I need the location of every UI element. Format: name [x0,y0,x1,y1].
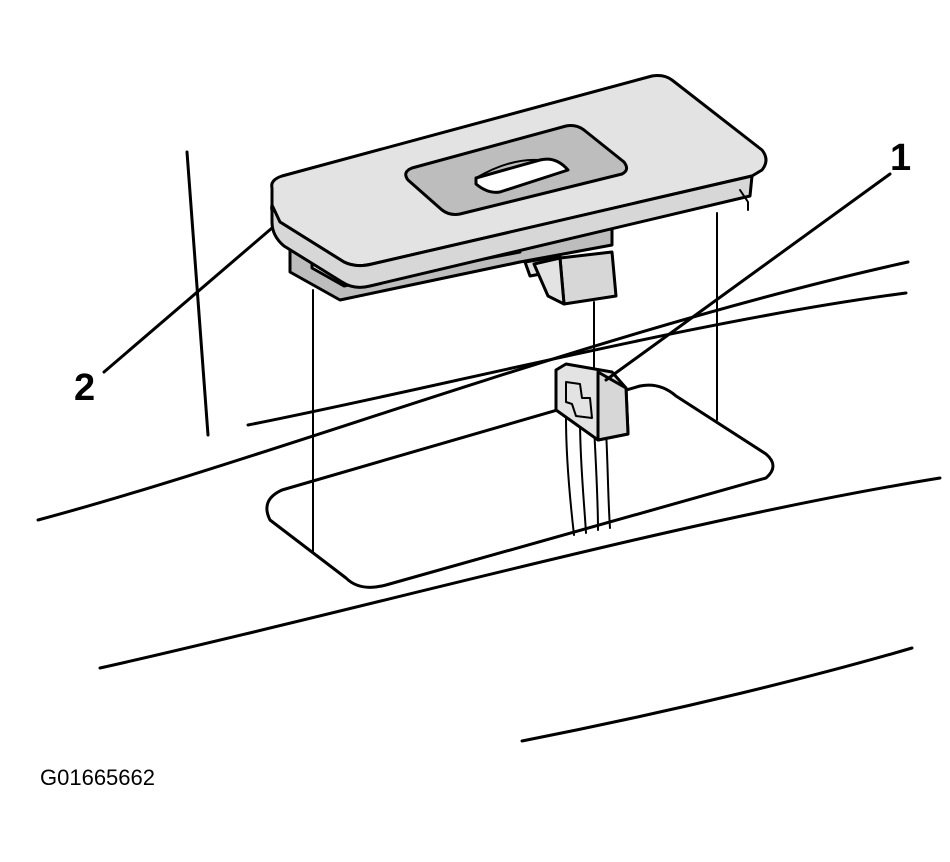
panel-line-upper [36,260,910,522]
wiring-harness [565,417,611,536]
bezel-edge [270,174,754,289]
switch-assembly [270,74,768,306]
wiring-connector [554,362,630,442]
panel-line-mid [98,476,942,670]
rocker-button[interactable] [474,157,570,194]
mounting-opening [265,383,775,589]
callout-1-label: 1 [890,137,911,179]
wire-2 [579,419,587,534]
callout-2-label: 2 [74,367,95,409]
rocker-button-crest [475,158,541,179]
terminal-block-side [532,256,566,306]
panel-line-inner [246,291,908,427]
callout-1: 1 [604,137,911,382]
wire-4 [605,429,611,529]
terminal-block [558,250,618,306]
trim-panel [36,260,942,743]
figure-code: G01665662 [40,765,155,790]
panel-line-lower [520,646,914,743]
callout-2: 2 [74,226,274,409]
callout-1-leader [604,172,892,382]
wire-1 [565,417,575,536]
bezel-corner [739,189,749,211]
connector-side [596,370,630,442]
connector-key [565,381,593,419]
callout-2-leader [102,226,274,374]
